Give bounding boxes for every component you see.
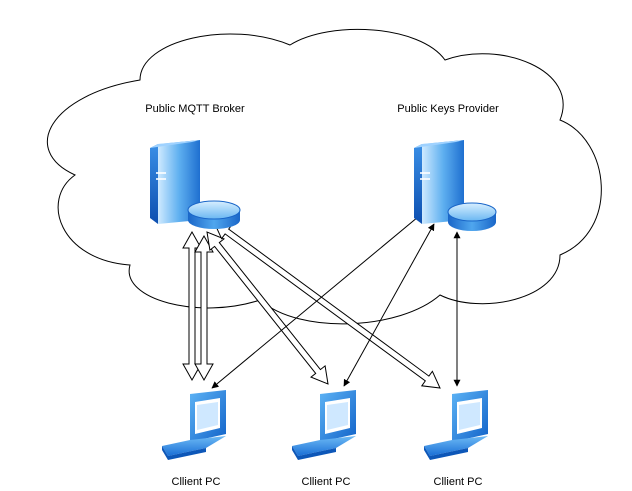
server-database-icon: [150, 140, 241, 229]
laptop-icon: [424, 390, 488, 460]
mqtt-broker-node[interactable]: [150, 140, 241, 229]
client-pc-node-3[interactable]: Cllient PC: [424, 390, 488, 488]
keys-connections: [211, 211, 461, 389]
keys-provider-node[interactable]: [414, 140, 497, 231]
client-pc-label: Cllient PC: [434, 476, 483, 488]
laptop-icon: [292, 390, 356, 460]
broker-client-1-arrow-return: [194, 234, 214, 382]
keys-client-2-arrow: [343, 223, 435, 387]
cloud-shape: [46, 28, 602, 325]
client-pc-label: Cllient PC: [172, 476, 221, 488]
client-pc-label: Cllient PC: [302, 476, 351, 488]
server-database-icon: [414, 140, 497, 231]
broker-label: Public MQTT Broker: [145, 103, 245, 115]
laptop-icon: [162, 390, 226, 460]
keys-provider-label: Public Keys Provider: [397, 103, 499, 115]
client-pc-node-2[interactable]: Cllient PC: [292, 390, 356, 488]
client-pc-node-1[interactable]: Cllient PC: [162, 390, 226, 488]
